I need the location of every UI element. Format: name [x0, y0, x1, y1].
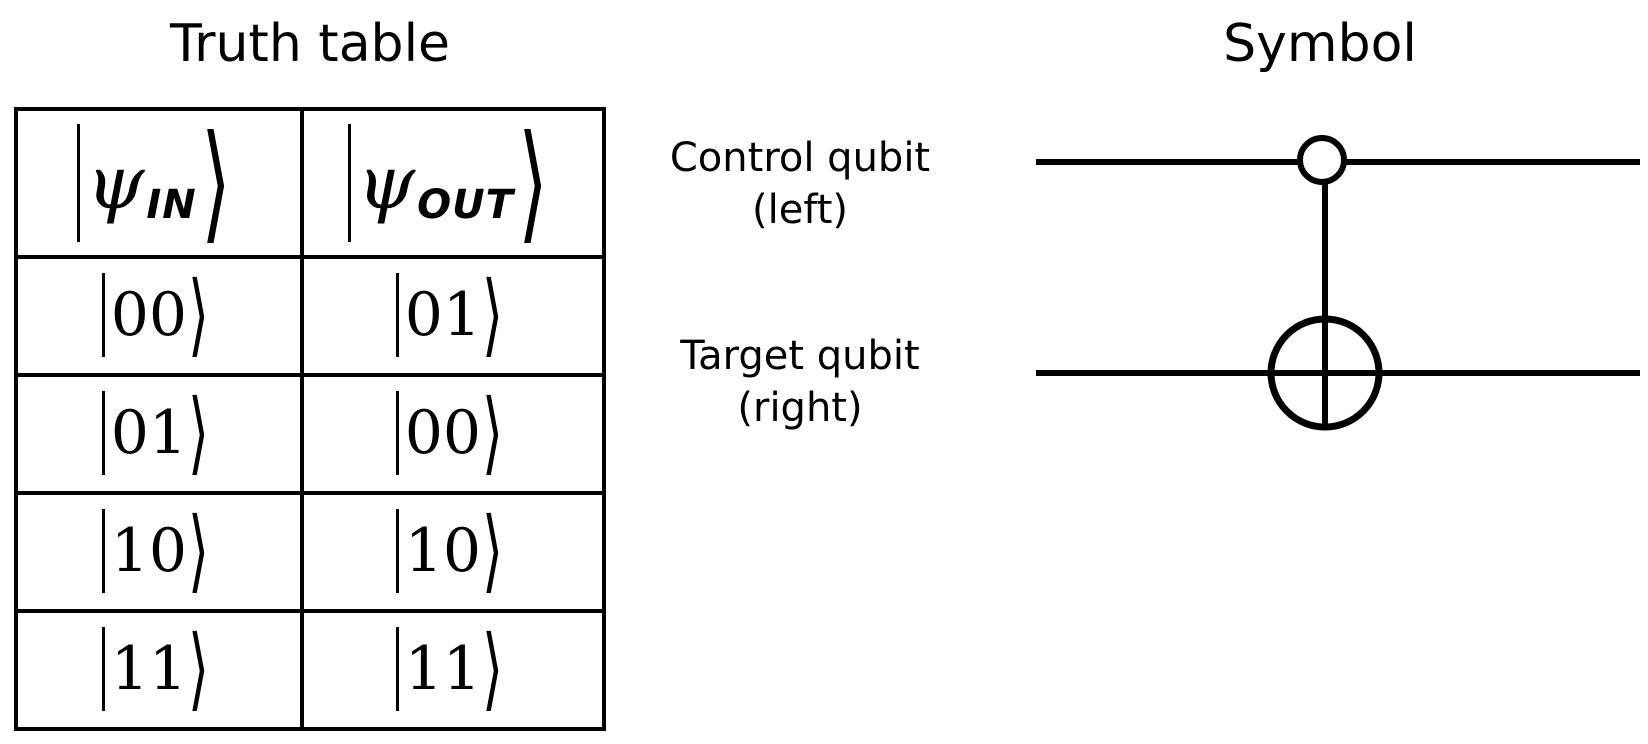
output-state-cell: 01⟩	[300, 255, 606, 377]
table-row: 11⟩ 11⟩	[14, 609, 606, 731]
target-qubit-name: Target qubit	[680, 333, 920, 379]
ket-psi-out: ψ OUT ⟩	[348, 119, 558, 247]
input-state: 01	[110, 398, 188, 468]
control-qubit-name: Control qubit	[669, 135, 931, 181]
input-state: 00	[110, 280, 188, 350]
input-state: 10	[110, 516, 188, 586]
output-state-cell: 10⟩	[300, 491, 606, 613]
table-row: 01⟩ 00⟩	[14, 373, 606, 495]
control-dot-icon	[1297, 135, 1347, 185]
output-state: 11	[404, 634, 482, 704]
psi-symbol: ψ	[86, 140, 145, 226]
symbol-title: Symbol	[1223, 14, 1417, 74]
ket-bar	[77, 124, 81, 242]
target-qubit-side: (right)	[737, 385, 863, 431]
input-state: 11	[110, 634, 188, 704]
ket-angle: ⟩	[517, 108, 548, 257]
output-state-cell: 11⟩	[300, 609, 606, 731]
input-state-cell: 01⟩	[14, 373, 304, 495]
truth-table-title: Truth table	[169, 14, 451, 74]
output-state: 00	[404, 398, 482, 468]
header-cell-in: ψ IN ⟩	[14, 107, 304, 259]
ket-bar	[348, 124, 352, 242]
table-row: 10⟩ 10⟩	[14, 491, 606, 613]
subscript-out: OUT	[417, 182, 514, 228]
output-state: 10	[404, 516, 482, 586]
ket-psi-in: ψ IN ⟩	[77, 119, 240, 247]
subscript-in: IN	[146, 182, 197, 228]
output-state: 01	[404, 280, 482, 350]
header-cell-out: ψ OUT ⟩	[300, 107, 606, 259]
table-row: 00⟩ 01⟩	[14, 255, 606, 377]
truth-table: ψ IN ⟩ ψ OUT ⟩ 00⟩ 01⟩ 01⟩ 00⟩ 10⟩ 10⟩ 1…	[14, 107, 606, 731]
table-header-row: ψ IN ⟩ ψ OUT ⟩	[14, 107, 606, 259]
control-qubit-label: Control qubit (left)	[640, 132, 960, 236]
input-state-cell: 10⟩	[14, 491, 304, 613]
ket-angle: ⟩	[200, 108, 231, 257]
input-state-cell: 00⟩	[14, 255, 304, 377]
control-qubit-side: (left)	[752, 187, 848, 233]
target-qubit-label: Target qubit (right)	[640, 330, 960, 434]
output-state-cell: 00⟩	[300, 373, 606, 495]
target-xor-icon	[1267, 315, 1383, 431]
input-state-cell: 11⟩	[14, 609, 304, 731]
psi-symbol: ψ	[357, 140, 416, 226]
